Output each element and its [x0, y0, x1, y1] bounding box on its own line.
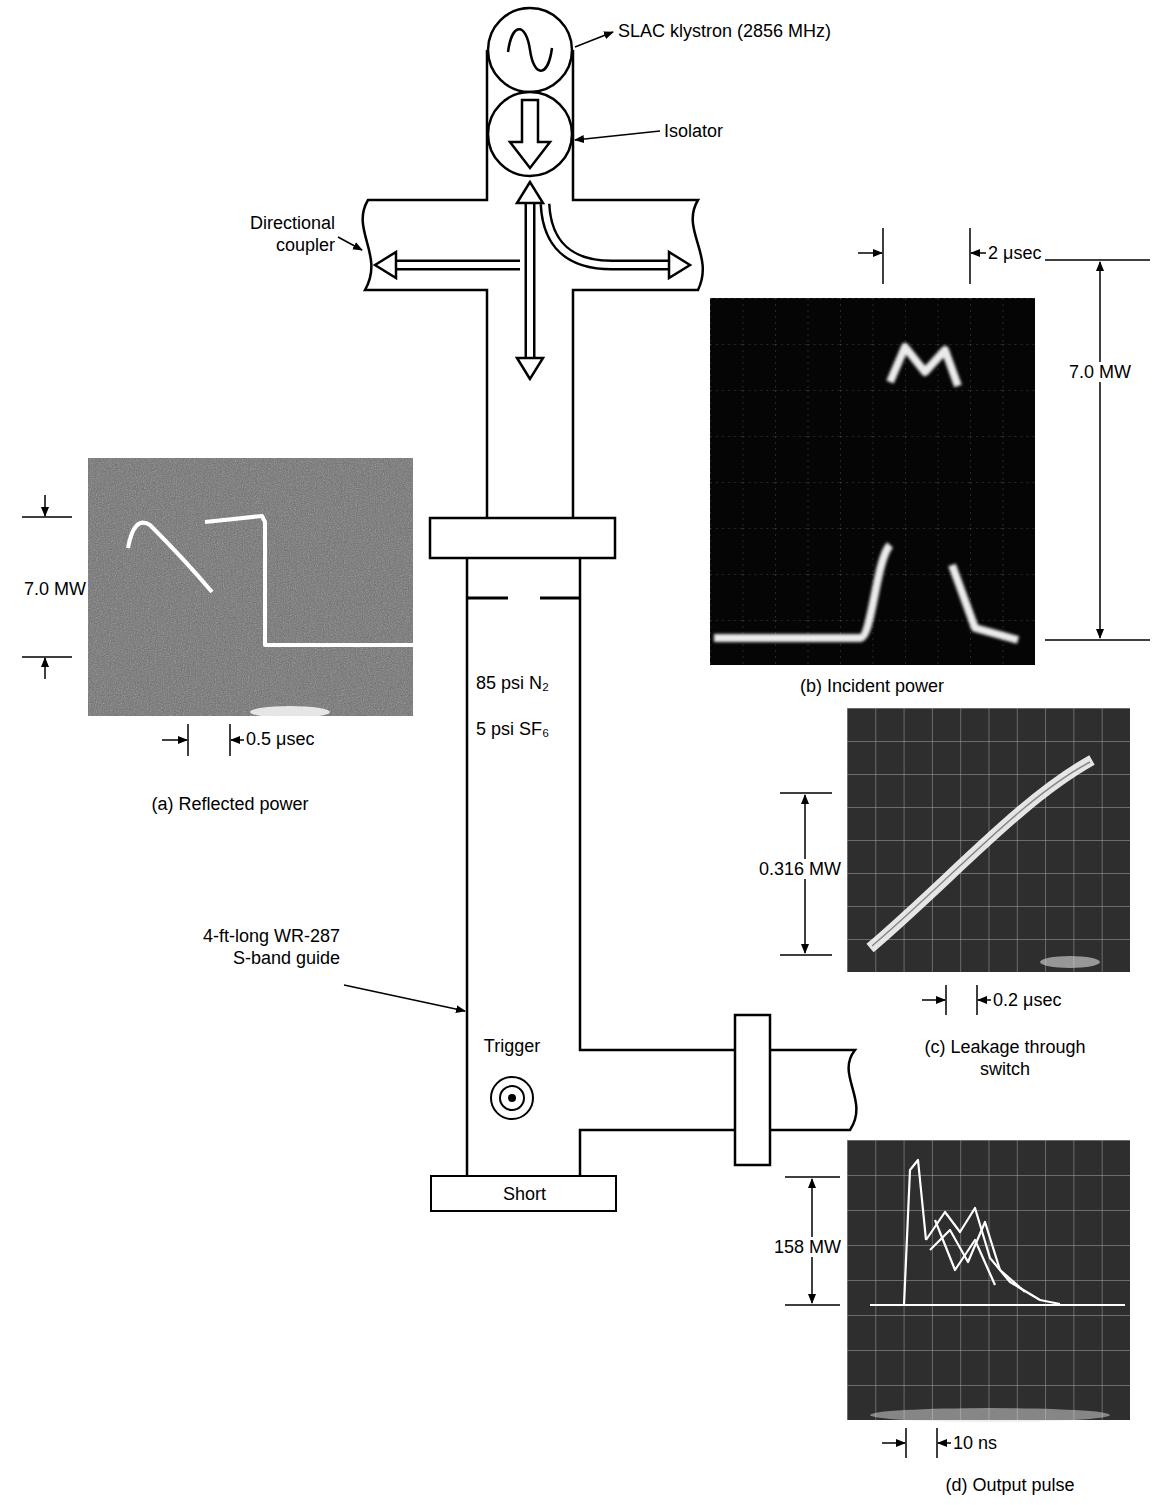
gas-fill-region: 85 psi N₂ 5 psi SF₆	[468, 660, 579, 760]
power-scale: 7.0 MW	[1067, 362, 1133, 382]
power-scale: 158 MW	[772, 1237, 843, 1257]
component-label: 4-ft-long WR-287 S-band guide	[203, 926, 340, 968]
component-label: Trigger	[484, 1036, 540, 1056]
time-scale: 2 μsec	[988, 242, 1078, 264]
component-label: Isolator	[664, 121, 723, 141]
node-text: (c) Leakage through switch	[905, 1036, 1105, 1080]
component-label: Directional coupler	[195, 212, 335, 256]
scope-photo: (c) Leakage through switch	[847, 708, 1130, 1083]
component-label: SLAC klystron (2856 MHz)	[618, 21, 831, 41]
time-scale: 0.2 μsec	[993, 990, 1061, 1010]
power-scale: 158 MW	[743, 1236, 843, 1258]
time-scale: 0.5 μsec	[246, 729, 314, 749]
node-text: 5 psi SF₆	[476, 718, 576, 740]
node-text: (d) Output pulse	[890, 1474, 1130, 1496]
time-scale: 0.2 μsec	[993, 989, 1093, 1011]
time-scale: 2 μsec	[988, 243, 1041, 263]
power-scale: 7.0 MW	[24, 579, 86, 599]
power-scale: 0.316 MW	[743, 858, 843, 880]
short-box: Short	[430, 1175, 617, 1212]
component-label: SLAC klystron (2856 MHz)	[618, 20, 938, 42]
component-label: Directional coupler	[250, 213, 335, 255]
node-text: (b) Incident power	[752, 675, 992, 697]
component-label: Trigger	[462, 1035, 562, 1057]
component-label: 4-ft-long WR-287 S-band guide	[200, 925, 340, 969]
scope-photo: (b) Incident power	[710, 298, 1035, 700]
power-scale: 7.0 MW	[18, 578, 92, 600]
component-label: Isolator	[664, 120, 804, 142]
node-text: (a) Reflected power	[110, 793, 350, 815]
node-text: Short	[432, 1183, 617, 1205]
time-scale: 10 ns	[953, 1432, 1033, 1454]
scope-photo: (a) Reflected power	[88, 458, 413, 818]
power-scale: 7.0 MW	[1060, 361, 1140, 383]
time-scale: 0.5 μsec	[246, 728, 346, 750]
power-scale: 0.316 MW	[757, 859, 843, 879]
node-text: 85 psi N₂	[476, 672, 576, 694]
time-scale: 10 ns	[953, 1433, 997, 1453]
